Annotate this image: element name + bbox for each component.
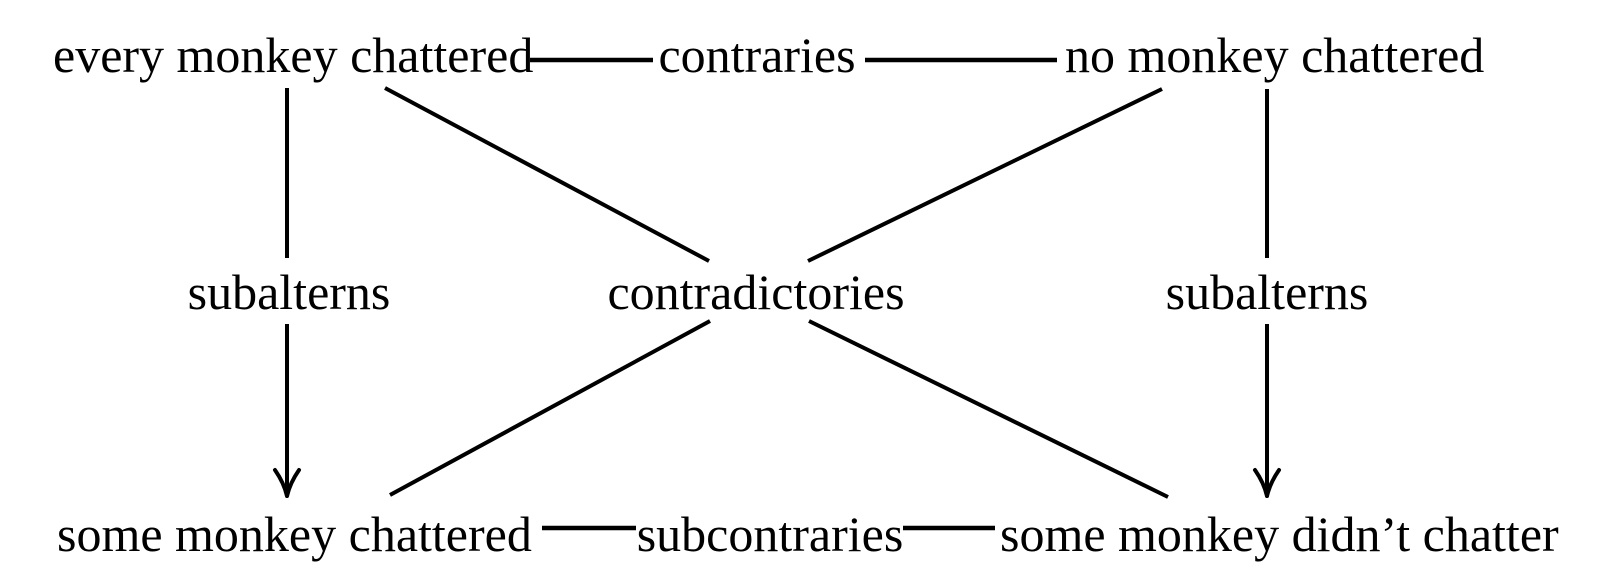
contradictories-diagonal-ei-upper	[807, 87, 1163, 263]
relation-label-subalterns-left: subalterns	[187, 264, 391, 320]
relation-label-subalterns-right: subalterns	[1165, 264, 1369, 320]
relation-label-contradictories: contradictories	[607, 264, 905, 320]
proposition-universal-affirmative: every monkey chattered	[53, 27, 534, 83]
down-arrowhead-left-icon	[273, 468, 301, 498]
contradictories-diagonal-ao-lower	[808, 319, 1169, 499]
proposition-universal-negative: no monkey chattered	[1065, 27, 1485, 83]
contradictories-diagonal-ei-lower	[389, 319, 711, 497]
down-arrowhead-right-icon	[1253, 468, 1281, 498]
relation-label-subcontraries: subcontraries	[636, 506, 904, 562]
proposition-particular-negative: some monkey didn’t chatter	[1000, 506, 1559, 562]
relation-label-contraries: contraries	[658, 27, 856, 83]
proposition-particular-affirmative: some monkey chattered	[57, 506, 532, 562]
contradictories-diagonal-ao-upper	[384, 86, 710, 263]
